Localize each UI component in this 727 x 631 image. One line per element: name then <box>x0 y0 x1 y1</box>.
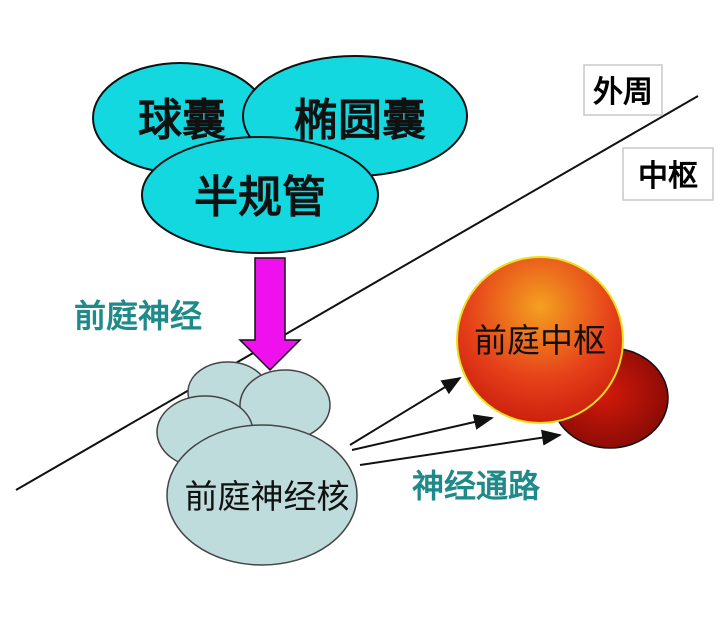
neural-pathway-label: 神经通路 <box>412 467 541 505</box>
peripheral-box: 外周 <box>583 64 663 116</box>
vestibular-nuclei-cluster <box>156 361 358 566</box>
vestibular-center-label: 前庭中枢 <box>474 321 606 360</box>
nerve-arrow <box>238 257 302 372</box>
divider-line <box>15 95 699 491</box>
central-box: 中枢 <box>622 147 714 201</box>
semicircular-ellipse <box>141 136 379 254</box>
central-label: 中枢 <box>638 159 698 194</box>
pathway-arrow-1 <box>349 376 462 446</box>
saccule-label: 球囊 <box>138 95 226 146</box>
vestibular-nuclei-label: 前庭神经核 <box>185 477 350 516</box>
vestibular-center-ball <box>456 256 624 424</box>
semicircular-label: 半规管 <box>194 172 326 223</box>
peripheral-label: 外周 <box>593 75 653 110</box>
vestibular-nerve-label: 前庭神经 <box>74 297 202 335</box>
utricle-label: 椭圆囊 <box>294 95 426 146</box>
pathway-arrow-3 <box>359 429 562 466</box>
pathway-arrow-2 <box>351 414 494 451</box>
